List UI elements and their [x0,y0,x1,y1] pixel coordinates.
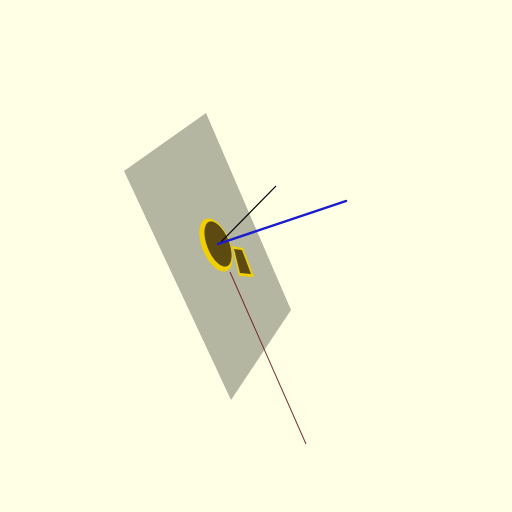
blue-axis-line [216,199,348,246]
gold-square [232,246,254,277]
black-axis-line [218,185,277,245]
red-axis-line [229,271,307,445]
